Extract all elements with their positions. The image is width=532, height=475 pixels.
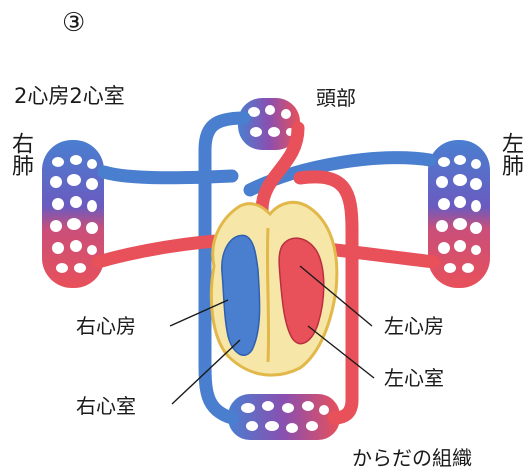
label-right-atrium: 右心房 [76,316,136,336]
label-left-atrium: 左心房 [384,316,444,336]
diagram-title: 2心房2心室 [14,86,125,107]
label-left-lung: 左肺 [498,132,522,176]
figure-number: ③ [62,10,85,36]
label-right-lung: 右肺 [8,132,32,176]
label-head: 頭部 [316,88,356,108]
label-body-tissue: からだの組織 [352,448,472,468]
label-right-ventricle: 右心室 [76,396,136,416]
body-capillaries [228,394,340,440]
label-left-ventricle: 左心室 [384,368,444,388]
